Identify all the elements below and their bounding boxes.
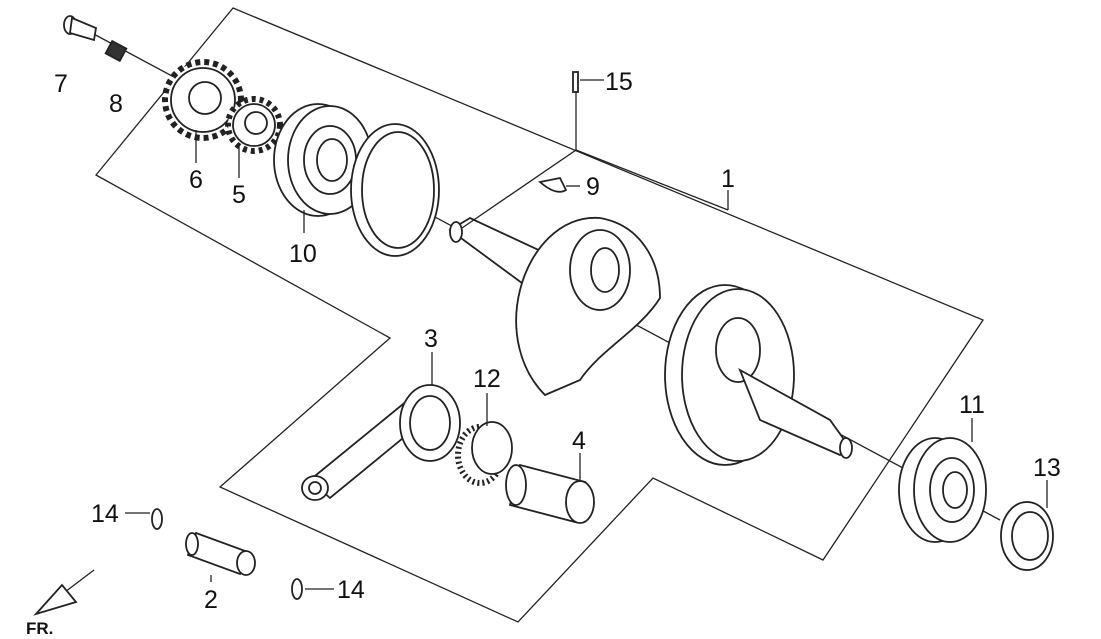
spring-part [104, 39, 128, 63]
crank-pin-part [505, 463, 595, 524]
callout-7: 7 [54, 70, 68, 98]
callout-3: 3 [424, 325, 438, 353]
connecting-rod-part [301, 384, 461, 501]
callout-8: 8 [109, 90, 123, 118]
callout-14b: 14 [337, 576, 365, 604]
callout-1: 1 [721, 165, 735, 193]
callout-15: 15 [605, 68, 633, 96]
assembly-boundary [95, 7, 984, 623]
right-bearing-part [898, 437, 987, 543]
piston-pin-part [185, 531, 256, 576]
front-marker-label: FR. [26, 619, 53, 638]
callout-9: 9 [586, 173, 600, 201]
seal-ring-part [350, 123, 440, 257]
sprocket-part [225, 96, 283, 154]
front-direction-arrow-icon [33, 569, 95, 616]
callout-2: 2 [204, 586, 218, 614]
oil-seal-part [1000, 501, 1054, 571]
pin-part [63, 15, 98, 42]
circlip-part-b [291, 578, 303, 600]
circlip-part-a [151, 508, 163, 530]
callout-5: 5 [232, 181, 246, 209]
crankshaft-part [448, 216, 853, 466]
callout-4: 4 [572, 427, 586, 455]
callout-10: 10 [289, 240, 317, 268]
callout-13: 13 [1033, 454, 1061, 482]
woodruff-key-part [538, 176, 568, 193]
leader-lines [125, 79, 1048, 590]
dowel-pin-part [572, 71, 579, 93]
needle-bearing-part [455, 421, 513, 486]
drive-gear-part [162, 59, 244, 141]
callout-6: 6 [189, 166, 203, 194]
callout-11: 11 [959, 391, 985, 419]
callout-14a: 14 [91, 500, 119, 528]
callout-12: 12 [473, 365, 501, 393]
